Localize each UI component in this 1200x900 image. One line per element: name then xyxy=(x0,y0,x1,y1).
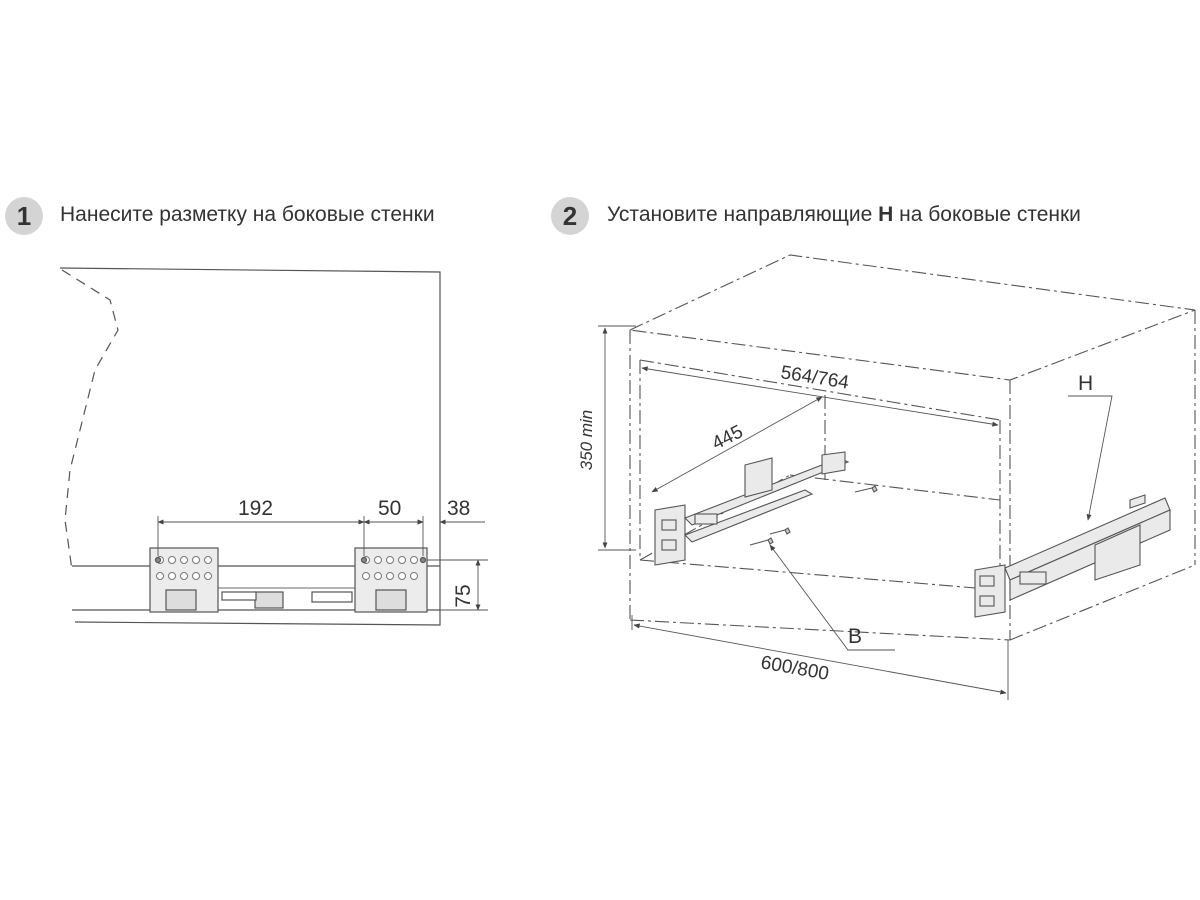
step-1-badge: 1 xyxy=(5,197,43,235)
step-2-text-after: на боковые стенки xyxy=(893,203,1081,226)
figure-2-cabinet xyxy=(598,254,1196,700)
panel-break-line xyxy=(61,269,119,571)
dim-label-50: 50 xyxy=(378,497,401,520)
panel-outline xyxy=(59,267,441,626)
cabinet-top-edge xyxy=(628,254,1196,381)
screws xyxy=(749,485,878,546)
dim-label-height: 350 min xyxy=(577,410,596,470)
dim-label-75: 75 xyxy=(452,584,475,607)
dim-label-445: 445 xyxy=(709,421,747,454)
figure-1-side-panel xyxy=(59,267,488,626)
dim-line-445 xyxy=(651,396,823,493)
step-2-badge: 2 xyxy=(551,197,589,235)
mark-hole-3 xyxy=(419,556,427,564)
left-rail xyxy=(654,451,850,566)
step-2-text-before: Установите направляющие xyxy=(607,203,879,226)
dim-label-depth: 600/800 xyxy=(759,652,830,685)
dim-label-192: 192 xyxy=(238,497,273,520)
step-1-number: 1 xyxy=(16,200,32,231)
mark-hole-2 xyxy=(360,556,368,564)
label-h: H xyxy=(1078,372,1093,395)
step-1-instruction: Нанесите разметку на боковые стенки xyxy=(60,203,435,226)
mark-hole-1 xyxy=(154,556,162,564)
dim-line-depth xyxy=(633,623,1007,695)
step-2-instruction: Установите направляющие H на боковые сте… xyxy=(607,203,1081,227)
leader-h xyxy=(1068,395,1113,521)
leader-b xyxy=(769,544,895,651)
label-b: B xyxy=(848,625,862,648)
dim-line-inner-width xyxy=(641,366,999,427)
right-rail xyxy=(974,494,1171,618)
dim-label-38: 38 xyxy=(447,497,470,520)
step-2-number: 2 xyxy=(562,200,578,231)
step-2-text-bold: H xyxy=(878,203,894,226)
